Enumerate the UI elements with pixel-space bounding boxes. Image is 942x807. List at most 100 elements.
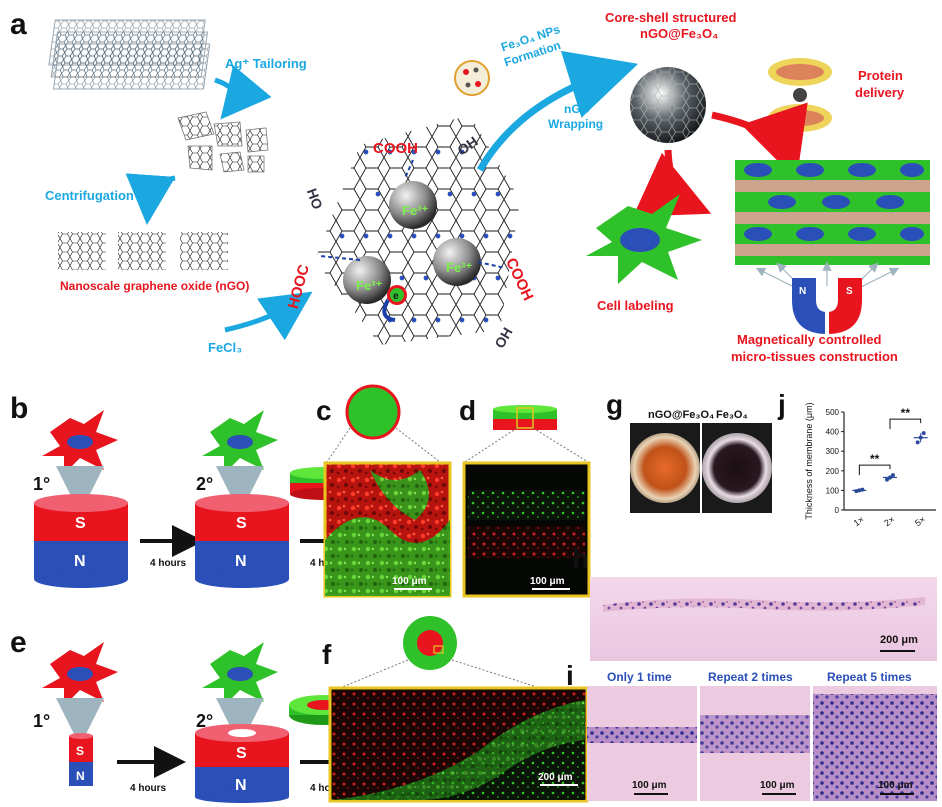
panel-b: b 1° S N 4 hours 2° S N [10, 392, 364, 588]
significance-bracket [889, 418, 922, 430]
data-point [857, 488, 862, 493]
red-cell-icon-b [42, 410, 118, 474]
y-axis-label: Thickness of membrane (μm) [804, 402, 814, 519]
ngo-label: Nanoscale graphene oxide (nGO) [60, 279, 249, 293]
y-tick-label: 500 [826, 408, 840, 417]
hooc-label: HOOC [285, 263, 313, 311]
panel-d-disc-side-view [493, 405, 557, 430]
data-point [891, 473, 895, 478]
panel-h: h 200 μm [572, 543, 937, 661]
panel-g-label: g [606, 389, 623, 420]
panel-b-pole-s2: S [236, 515, 247, 532]
panel-e-step1: 1° [33, 711, 50, 731]
panel-a: a Ag⁺ Tailoring Centrifugation Nanoscale… [10, 8, 930, 364]
green-cell-icon-b [202, 410, 278, 474]
magnet-cylinder-b1 [34, 494, 128, 588]
panel-b-label: b [10, 392, 28, 425]
panel-b-pole-n1: N [74, 553, 86, 570]
data-point [860, 487, 865, 492]
magnet-rod-e1 [69, 733, 93, 786]
panel-c: c 100 μm [316, 384, 452, 598]
ngo-wrap-label: nGO [564, 102, 590, 116]
panel-h-micrograph [590, 577, 937, 661]
panel-d-label: d [459, 395, 476, 426]
x-tick-label: 2× [882, 514, 896, 528]
panel-g-left-label: nGO@Fe₃O₄ [648, 409, 714, 421]
panel-i-scale-1: 100 μm [632, 780, 667, 791]
data-point [885, 477, 889, 482]
y-tick-label: 300 [826, 447, 840, 456]
delivery-label: delivery [855, 85, 905, 100]
y-tick-label: 100 [826, 486, 840, 495]
panel-i-scale-3: 100 μm [878, 780, 913, 791]
panel-c-label: c [316, 395, 332, 426]
panel-c-disc-top-view [345, 384, 401, 440]
wrapping-label: Wrapping [548, 117, 603, 131]
panel-e-step2: 2° [196, 711, 213, 731]
green-cell-icon-e [202, 642, 278, 706]
panel-e-label: e [10, 626, 27, 659]
data-point [918, 435, 923, 440]
fe-ion-label-1: Fe³⁺ [402, 203, 429, 218]
panel-i-col3-label: Repeat 5 times [827, 670, 912, 684]
fecl3-label: FeCl₃ [208, 340, 242, 355]
y-tick-label: 0 [835, 506, 840, 515]
data-point [854, 489, 859, 494]
panel-e-time-1: 4 hours [130, 783, 167, 794]
panel-h-label: h [572, 543, 589, 574]
panel-f: f 200 μm [322, 616, 589, 803]
panel-f-scale: 200 μm [538, 772, 573, 783]
ho-label: HO [304, 186, 326, 211]
panel-e-pole-s1: S [76, 744, 84, 758]
panel-g: g nGO@Fe₃O₄ Fe₃O₄ [598, 389, 772, 513]
magnet-label-1: Magnetically controlled [737, 332, 882, 347]
panel-i-col1-label: Only 1 time [607, 670, 672, 684]
panel-e-pole-s2: S [236, 745, 247, 762]
significance-label: ** [901, 406, 911, 420]
fe-ion-label-2: Fe³⁺ [356, 278, 383, 293]
y-tick-label: 200 [826, 467, 840, 476]
arrow-to-cell [632, 149, 712, 217]
graphene-sheets-stack [48, 19, 211, 90]
electron-label: e [393, 291, 399, 302]
data-point [921, 431, 926, 436]
panel-i-col2-label: Repeat 2 times [708, 670, 793, 684]
panel-b-pole-s1: S [75, 515, 86, 532]
panel-e: e 1° S N 4 hours 2° S N [10, 626, 364, 803]
electron-arrow [382, 299, 396, 322]
graphene-fragments [177, 111, 269, 173]
magnet-cylinder-e2 [195, 724, 289, 803]
significance-label: ** [870, 452, 880, 466]
cell-labeling-label: Cell labeling [597, 298, 674, 313]
panel-b-step1: 1° [33, 474, 50, 494]
panel-a-label: a [10, 8, 27, 41]
protein-icon [768, 58, 832, 132]
x-tick-label: 1× [852, 514, 866, 528]
data-point [888, 475, 892, 480]
panel-i-scale-2: 100 μm [760, 780, 795, 791]
panel-e-pole-n2: N [235, 777, 247, 794]
magnet-cylinder-b2 [195, 494, 289, 588]
panel-i-image-1 [587, 686, 697, 801]
cooh-top-label: COOH [373, 140, 418, 157]
panel-f-label: f [322, 639, 332, 670]
core-shell-label: Core-shell structured [605, 10, 737, 25]
panel-i-label: i [566, 660, 574, 691]
red-cell-icon-e [42, 642, 118, 706]
magnet-n-label: N [799, 286, 806, 297]
panel-c-scale: 100 μm [392, 576, 427, 587]
arrow-centrifugation [125, 173, 176, 225]
data-point [915, 440, 920, 445]
magnet-label-2: micro-tissues construction [731, 349, 898, 364]
fe-ion-spheres [343, 181, 481, 304]
panel-d-scale: 100 μm [530, 576, 565, 587]
panel-g-right-label: Fe₃O₄ [716, 409, 748, 421]
y-tick-label: 400 [826, 428, 840, 437]
panel-d: d 100 μm [459, 395, 591, 598]
panel-e-time-2: 4 hours [310, 783, 347, 794]
arrow-tailoring [214, 65, 272, 120]
panel-b-pole-n2: N [235, 553, 247, 570]
